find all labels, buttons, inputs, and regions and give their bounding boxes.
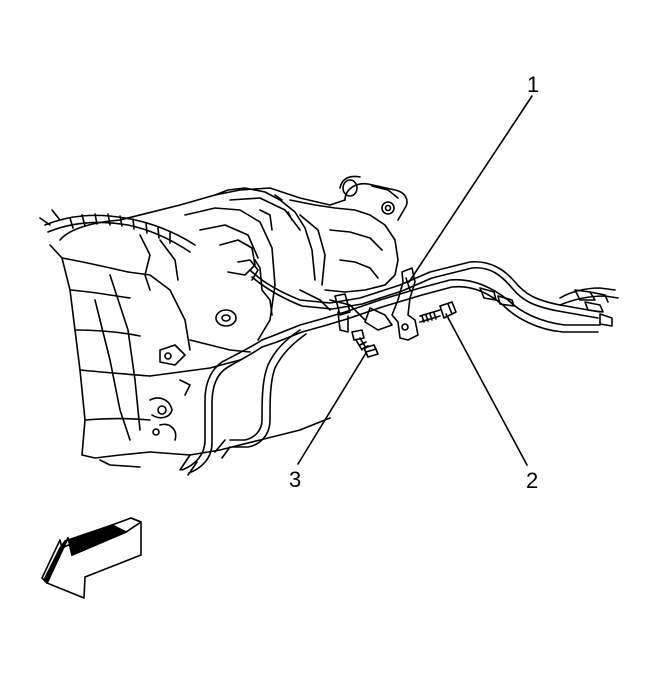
front-direction-arrow [41, 517, 142, 599]
callout-label-1: 1 [527, 72, 540, 97]
callout-label-3: 3 [289, 467, 302, 492]
leader-line-2 [445, 313, 528, 466]
transmission-case [39, 187, 346, 468]
cooler-lines [179, 260, 619, 476]
bolt-long [419, 301, 457, 323]
leader-lines [297, 95, 533, 466]
callout-label-2: 2 [526, 468, 539, 493]
bracket [364, 267, 419, 341]
leader-line-1 [408, 95, 533, 283]
leader-line-3 [297, 352, 367, 465]
bolt-short [351, 329, 379, 358]
